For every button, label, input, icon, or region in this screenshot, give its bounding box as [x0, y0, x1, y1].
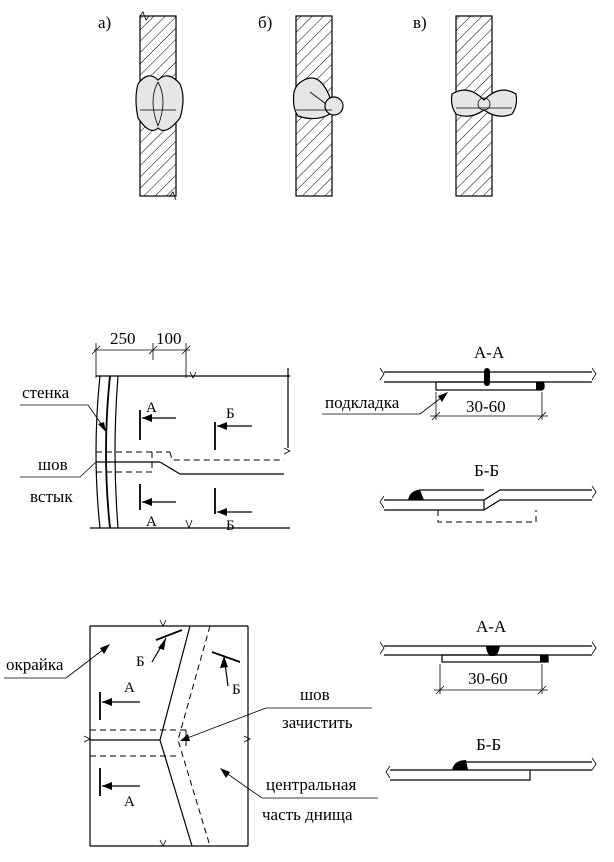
- middle-plan: 250 100 А А Б Б: [20, 329, 291, 534]
- label-chast-dnisha: часть днища: [262, 805, 353, 824]
- label-podkladka: подкладка: [325, 393, 400, 412]
- bottom-plan: А А Б Б окрайка шов зачистить центральна…: [4, 619, 378, 847]
- b-mark-a-top: А: [124, 680, 135, 696]
- b-mark-a-bottom: А: [124, 794, 135, 810]
- mark-a-top: А: [146, 400, 157, 416]
- label-b: б): [258, 13, 272, 32]
- middle-section-bb: Б-Б: [379, 461, 597, 523]
- bottom-section-bb: Б-Б: [385, 735, 597, 781]
- section-aa-title: А-А: [474, 343, 505, 362]
- b-aa-dim: 30-60: [468, 669, 508, 688]
- weld-section-a: а): [98, 11, 184, 201]
- dim-250: 250: [110, 329, 136, 348]
- mark-b-bottom: Б: [226, 518, 235, 534]
- aa-dim: 30-60: [466, 397, 506, 416]
- middle-section-aa: А-А 30-60 подкладка: [322, 343, 597, 421]
- dim-100: 100: [156, 329, 182, 348]
- label-okraika: окрайка: [6, 655, 64, 674]
- b-mark-b-right: Б: [232, 682, 241, 698]
- label-shov: шов: [38, 455, 68, 474]
- mark-b-top: Б: [226, 406, 235, 422]
- label-stenka: стенка: [22, 383, 70, 402]
- mark-a-bottom: А: [146, 514, 157, 530]
- label-centralnaya: центральная: [266, 775, 356, 794]
- label-vstyk: встык: [30, 487, 73, 506]
- weld-section-v: в): [413, 13, 518, 197]
- weld-section-b: б): [258, 13, 344, 197]
- b-section-bb-title: Б-Б: [476, 735, 501, 754]
- label-a: а): [98, 13, 111, 32]
- label-zachistit: зачистить: [282, 713, 353, 732]
- b-section-aa-title: А-А: [476, 617, 507, 636]
- bottom-section-aa: А-А 30-60: [379, 617, 597, 695]
- label-v: в): [413, 13, 427, 32]
- label-b-shov: шов: [300, 685, 330, 704]
- b-mark-b-left: Б: [136, 654, 145, 670]
- section-bb-title: Б-Б: [474, 461, 499, 480]
